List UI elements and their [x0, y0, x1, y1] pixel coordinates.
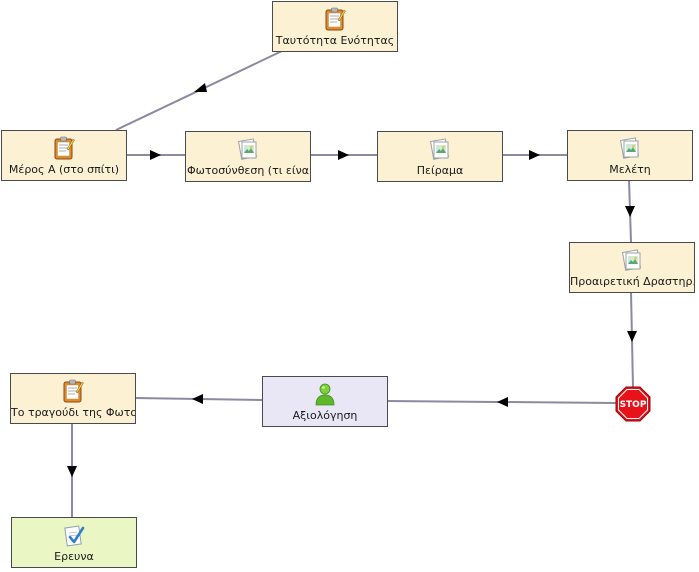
arrowhead-proairetiki-stop — [627, 331, 637, 342]
stop-sign-label: STOP — [620, 400, 647, 410]
arrowhead-meros-a-fotosynthesi — [150, 150, 161, 160]
notepad-icon — [62, 379, 84, 403]
node-erevna[interactable]: Ερευνα — [11, 517, 137, 568]
node-label: Φωτοσύνθεση (τι είνα — [186, 164, 309, 177]
node-tragoudi[interactable]: Το τραγούδι της Φωτο — [10, 373, 136, 424]
node-axiologisi[interactable]: Αξιολόγηση — [262, 376, 388, 427]
arrowhead-axiologisi-tragoudi — [192, 394, 203, 404]
image-resource-icon — [429, 137, 451, 161]
node-proairetiki-drastiriotita[interactable]: Προαιρετική Δραστηρ. — [569, 242, 695, 293]
notepad-icon — [324, 7, 346, 31]
node-label: Αξιολόγηση — [292, 409, 358, 422]
user-icon — [314, 382, 336, 406]
arrowhead-tragoudi-erevna — [67, 466, 77, 477]
image-resource-icon — [621, 248, 643, 272]
node-label: Προαιρετική Δραστηρ. — [570, 275, 694, 288]
checked-document-icon — [63, 523, 85, 547]
stop-sign-icon[interactable]: STOP — [615, 386, 651, 422]
arrowheads — [67, 83, 637, 477]
node-tautotita-enotitas[interactable]: Ταυτότητα Ενότητας — [272, 1, 398, 52]
node-fotosynthesi[interactable]: Φωτοσύνθεση (τι είνα — [185, 131, 311, 182]
arrowhead-meleti-proairetiki — [625, 206, 635, 217]
node-meros-a[interactable]: Μέρος Α (στο σπίτι) — [1, 130, 127, 181]
arrowhead-fotosynthesi-peirama — [338, 150, 349, 160]
node-label: Πείραμα — [416, 164, 464, 177]
node-label: Μέρος Α (στο σπίτι) — [8, 163, 120, 176]
image-resource-icon — [237, 137, 259, 161]
node-peirama[interactable]: Πείραμα — [377, 131, 503, 182]
node-label: Μελέτη — [609, 163, 651, 176]
notepad-icon — [53, 136, 75, 160]
node-label: Ταυτότητα Ενότητας — [275, 34, 395, 47]
image-resource-icon — [619, 136, 641, 160]
node-meleti[interactable]: Μελέτη — [567, 130, 693, 181]
node-label: Ερευνα — [54, 550, 94, 563]
node-label: Το τραγούδι της Φωτο — [11, 406, 135, 419]
arrowhead-stop-axiologisi — [497, 397, 508, 407]
arrowhead-peirama-meleti — [529, 150, 540, 160]
arrowhead-tautotita-meros-a — [194, 83, 207, 92]
connectors — [71, 50, 634, 517]
